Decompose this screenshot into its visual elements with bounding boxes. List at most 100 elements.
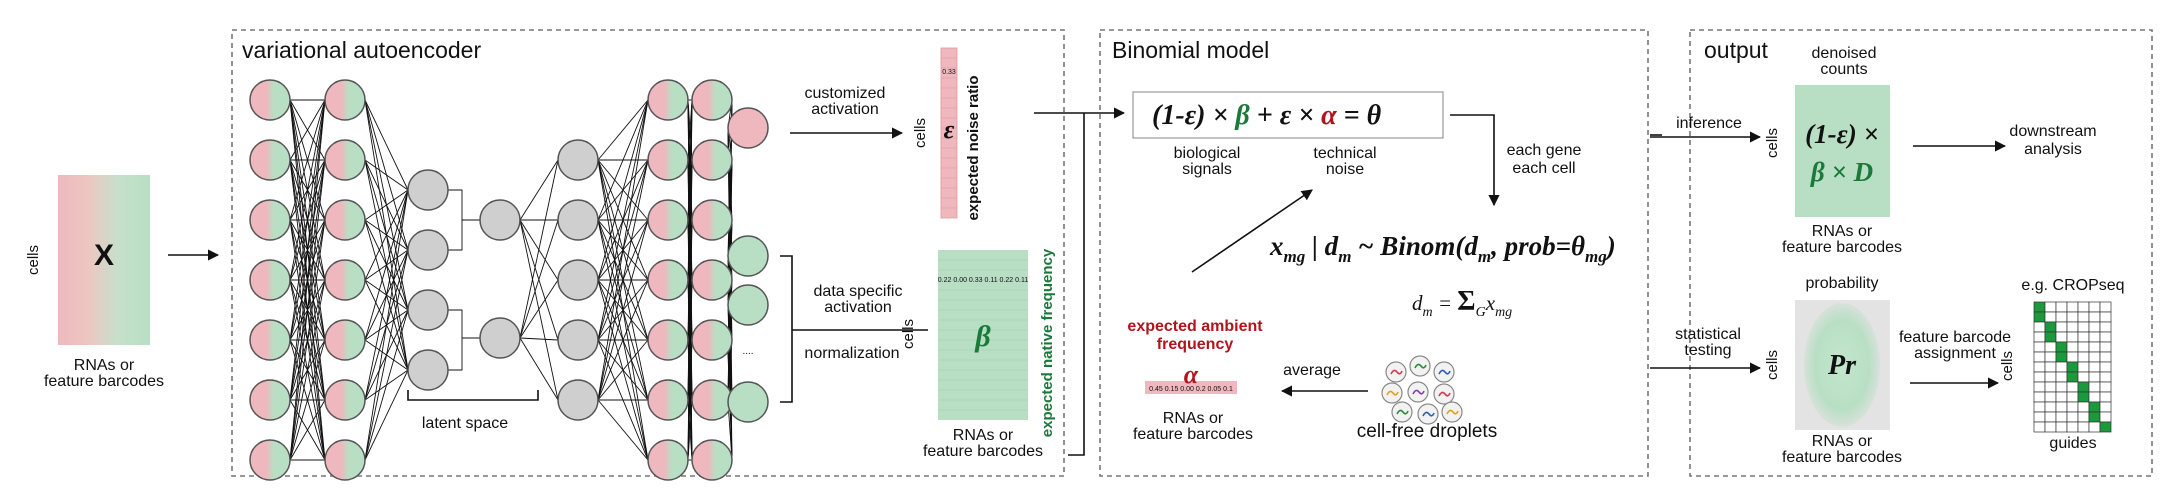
grid-cell: [2077, 401, 2090, 413]
grid-cell: [2055, 411, 2068, 423]
network-edge: [519, 159, 559, 221]
each-gene-arrow: [1450, 114, 1500, 207]
denoise-expr-2: β × D: [1810, 157, 1873, 187]
beta-row-lines: [938, 259, 1028, 411]
native-output-node: [727, 381, 769, 423]
network-edge: [364, 189, 409, 221]
network-node: [691, 379, 733, 421]
grid-cell: [2088, 341, 2101, 353]
denoised-cols-label-1: RNAs or: [1812, 223, 1873, 240]
pr-rows-label: cells: [1764, 350, 1781, 380]
theta-eq-beta: β: [1234, 100, 1250, 131]
stat-testing-label-1: statistical: [1675, 326, 1741, 343]
alpha-cols-label-1: RNAs or: [1163, 410, 1224, 427]
grid-rows-label: cells: [1999, 351, 2016, 381]
droplets-icon: [1381, 355, 1463, 425]
downstream-label-1: downstream: [2009, 123, 2096, 140]
grid-cell-assigned: [2088, 401, 2101, 413]
grid-cell-assigned: [2099, 421, 2112, 433]
network-edge: [289, 99, 326, 161]
grid-cell: [2055, 361, 2068, 373]
grid-cell-assigned: [2055, 351, 2068, 363]
network-edge: [364, 99, 409, 191]
network-node: [557, 139, 599, 181]
grid-cell: [2033, 351, 2046, 363]
grid-cell-assigned: [2077, 391, 2090, 403]
theta-eq-alpha: α: [1321, 100, 1337, 131]
network-node: [557, 319, 599, 361]
grid-cell: [2077, 421, 2090, 433]
network-edge: [597, 399, 649, 461]
grid-cell-assigned: [2055, 341, 2068, 353]
output-panel: [1689, 29, 2153, 477]
grid-cell: [2066, 321, 2079, 333]
output-title: output: [1704, 37, 1769, 63]
network-edge: [364, 189, 409, 281]
input-matrix-label: X: [94, 239, 114, 272]
network-edge: [289, 159, 326, 461]
fb-assignment-label-2: assignment: [1914, 345, 1996, 362]
beta-rows-label: cells: [900, 319, 917, 349]
network-edge: [289, 99, 326, 221]
network-edge: [289, 99, 326, 461]
alpha-symbol: α: [1184, 360, 1199, 389]
grid-cell: [2088, 371, 2101, 383]
theta-equation: (1-ε) × β + ε × α = θ: [1152, 100, 1382, 131]
each-cell-label: each cell: [1512, 160, 1575, 177]
grid-cell: [2099, 371, 2112, 383]
tech-noise-label-2: noise: [1326, 161, 1364, 178]
grid-cell: [2044, 411, 2057, 423]
droplets-label: cell-free droplets: [1357, 421, 1497, 442]
network-node: [249, 199, 291, 241]
grid-cell: [2044, 341, 2057, 353]
network-node: [647, 139, 689, 181]
network-edge: [597, 99, 649, 281]
inference-label: inference: [1676, 115, 1742, 132]
network-node: [324, 379, 366, 421]
grid-cell: [2099, 331, 2112, 343]
network-edges: [289, 99, 733, 461]
grid-cell-assigned: [2044, 321, 2057, 333]
denoised-label-2: counts: [1820, 61, 1867, 78]
epsilon-value: 0.33: [942, 69, 956, 76]
pr-cols-label-2: feature barcodes: [1782, 449, 1902, 466]
alpha-to-theta-arrow: [1191, 189, 1313, 273]
grid-cell: [2099, 401, 2112, 413]
network-edge: [597, 99, 649, 341]
network-node: [407, 349, 449, 391]
network-node: [249, 379, 291, 421]
grid-cell: [2044, 311, 2057, 323]
input-cols-label-2: feature barcodes: [44, 373, 164, 390]
grid-cell: [2066, 311, 2079, 323]
network-node: [407, 229, 449, 271]
network-node: [249, 319, 291, 361]
network-node: [324, 139, 366, 181]
dm-equation: dm = ΣGxmg: [1412, 286, 1512, 320]
grid-cell: [2055, 321, 2068, 333]
downstream-label-2: analysis: [2024, 141, 2082, 158]
latent-connector: [448, 309, 480, 371]
network-edge: [289, 99, 326, 341]
grid-cell: [2077, 411, 2090, 423]
grid-cell: [2077, 371, 2090, 383]
grid-cell: [2066, 331, 2079, 343]
denoise-expr-1: (1-ε) ×: [1805, 119, 1879, 149]
network-node: [324, 199, 366, 241]
network-node: [691, 79, 733, 121]
grid-cell: [2077, 321, 2090, 333]
grid-cell: [2044, 351, 2057, 363]
grid-cell: [2033, 401, 2046, 413]
grid-cell: [2055, 381, 2068, 393]
network-edge: [364, 189, 409, 341]
network-node: [647, 379, 689, 421]
grid-cell: [2066, 301, 2079, 313]
grid-cell: [2033, 381, 2046, 393]
network-node: [557, 199, 599, 241]
network-edge: [364, 189, 409, 461]
network-edge: [597, 99, 649, 221]
grid-cell: [2033, 411, 2046, 423]
data-specific-label-2: activation: [824, 299, 892, 316]
network-edge: [364, 249, 409, 461]
grid-cell-assigned: [2066, 361, 2079, 373]
network-node: [249, 439, 291, 481]
